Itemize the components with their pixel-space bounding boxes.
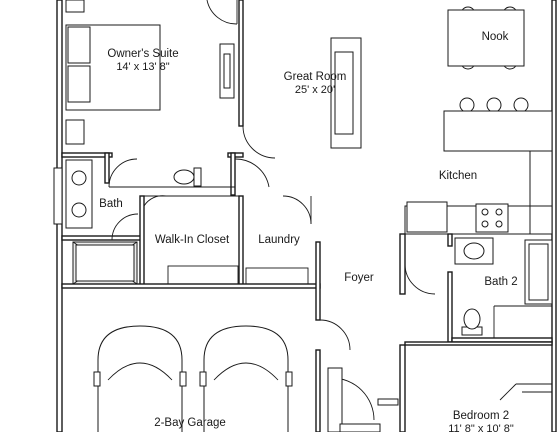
- car-icon: [199, 325, 293, 432]
- tv-icon: [223, 53, 231, 89]
- foyer-area: [315, 241, 406, 432]
- door-swing-icon: [143, 195, 167, 207]
- cooktop-icon: [475, 203, 509, 233]
- foyer-label: Foyer: [344, 272, 374, 284]
- car-icon: [93, 325, 187, 432]
- nook-label: Nook: [481, 31, 509, 43]
- door-swing-icon: [404, 263, 436, 295]
- nightstand-icon: [65, 119, 85, 145]
- toilet-icon: [461, 308, 483, 336]
- bed-icon: [65, 24, 161, 111]
- nightstand-icon: [65, 0, 85, 13]
- garage-area: [93, 325, 293, 432]
- toilet-icon: [173, 167, 202, 187]
- shower-icon: [72, 241, 138, 285]
- owners-suite-area: [61, 0, 244, 158]
- kitchen-area: [404, 80, 553, 235]
- bath-2-area: [399, 233, 553, 343]
- owners-suite-dims: 14' x 13' 8": [116, 61, 170, 73]
- bathtub-icon: [524, 239, 553, 305]
- sink-icon: [406, 201, 448, 233]
- vanity-icon: [65, 159, 93, 229]
- door-swing-icon: [282, 195, 312, 225]
- closet-laundry-area: [61, 195, 321, 289]
- garage-label: 2-Bay Garage: [154, 417, 226, 429]
- bedroom-2-label: Bedroom 2: [452, 410, 510, 422]
- door-swing-icon: [319, 319, 351, 351]
- kitchen-island-icon: [443, 110, 553, 152]
- door-swing-icon: [242, 125, 276, 159]
- stool-icon: [459, 97, 475, 113]
- stool-icon: [513, 97, 529, 113]
- refrigerator-icon: [529, 205, 553, 235]
- walk-in-closet-label: Walk-In Closet: [154, 234, 230, 246]
- door-swing-icon: [111, 213, 139, 241]
- laundry-label: Laundry: [258, 234, 300, 246]
- kitchen-label: Kitchen: [438, 170, 478, 182]
- owners-bath-area: [61, 152, 270, 285]
- great-room-area: [242, 37, 362, 159]
- door-threshold-icon: [377, 398, 399, 406]
- door-swing-icon: [108, 158, 138, 188]
- bedroom-2-dims: 11' 8" x 10' 8": [448, 423, 514, 435]
- bedroom-2-area: [404, 341, 553, 401]
- bath-label: Bath: [99, 198, 123, 210]
- bath-2-label: Bath 2: [484, 276, 518, 288]
- closet-icon: [327, 367, 343, 432]
- door-swing-icon: [234, 158, 270, 188]
- stool-icon: [486, 97, 502, 113]
- great-room-dims: 25' x 20': [294, 84, 336, 96]
- door-swing-icon: [206, 0, 238, 25]
- sofa-icon: [330, 37, 362, 149]
- great-room-label: Great Room: [283, 71, 347, 83]
- owners-suite-label: Owner's Suite: [107, 48, 179, 60]
- sink-icon: [71, 202, 87, 218]
- nook-area: [447, 6, 525, 70]
- sink-icon: [463, 242, 485, 260]
- sink-icon: [71, 170, 87, 186]
- dining-table-top: [447, 9, 525, 67]
